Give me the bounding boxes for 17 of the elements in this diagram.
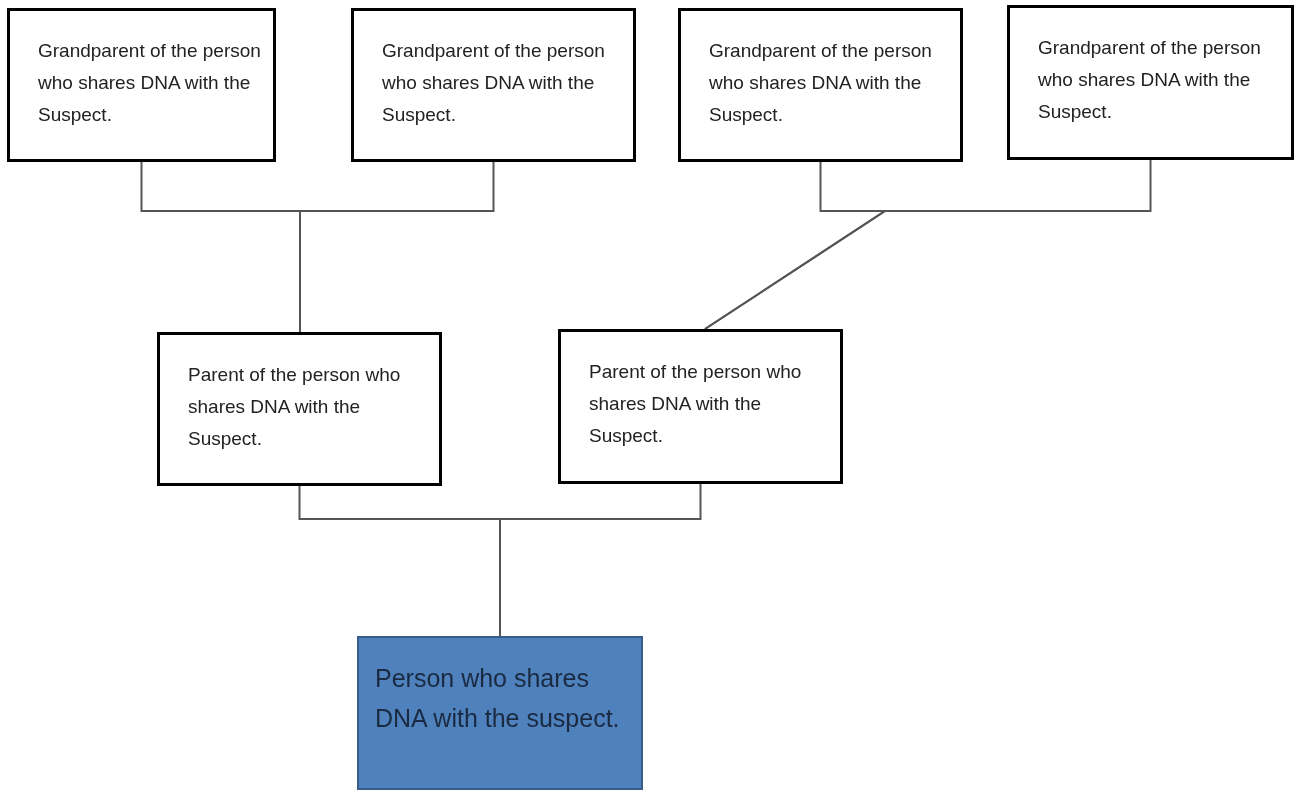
box-text: Parent of the person who shares DNA with the Suspect. <box>589 360 803 448</box>
connector-line <box>299 161 495 333</box>
person-box <box>1007 5 1294 160</box>
box-text: Grandparent of the person who shares DNA with the Suspect. <box>382 39 606 127</box>
box-text: Person who shares DNA with the suspect. <box>375 663 621 734</box>
highlighted-box <box>357 636 643 790</box>
person-box <box>7 8 276 162</box>
box-text: Parent of the person who shares DNA with the Suspect. <box>188 363 402 451</box>
connector-line <box>704 159 1152 330</box>
connector-line <box>499 483 702 637</box>
person-box <box>157 332 442 486</box>
box-text: Grandparent of the person who shares DNA with the Suspect. <box>709 39 933 127</box>
person-box <box>558 329 843 484</box>
person-box <box>351 8 636 162</box>
person-box <box>678 8 963 162</box>
box-text: Grandparent of the person who shares DNA with the Suspect. <box>38 39 261 127</box>
box-text: Grandparent of the person who shares DNA with the Suspect. <box>1038 36 1262 124</box>
